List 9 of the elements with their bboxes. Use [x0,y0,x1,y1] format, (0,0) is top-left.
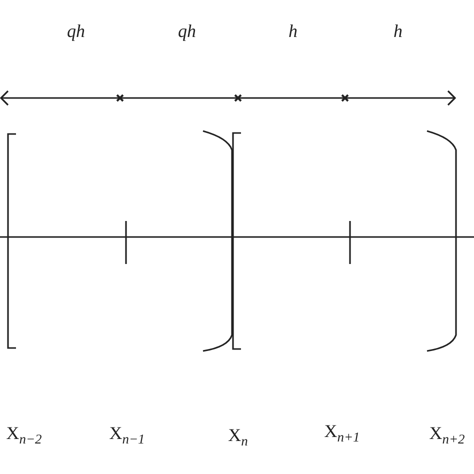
interval-label: h [394,22,402,40]
node-label: X$_{n}$ [228,426,248,448]
interval-label: qh [67,22,85,40]
interval-label: h [288,22,298,40]
node-label: X$_{n+2}$ [429,424,465,446]
node-label: X$_{n+1}$ [324,422,360,444]
node-label: X$_{n−1}$ [109,424,145,446]
node-label: X$_{n−2}$ [6,424,42,446]
interval-label: qh [178,22,196,40]
